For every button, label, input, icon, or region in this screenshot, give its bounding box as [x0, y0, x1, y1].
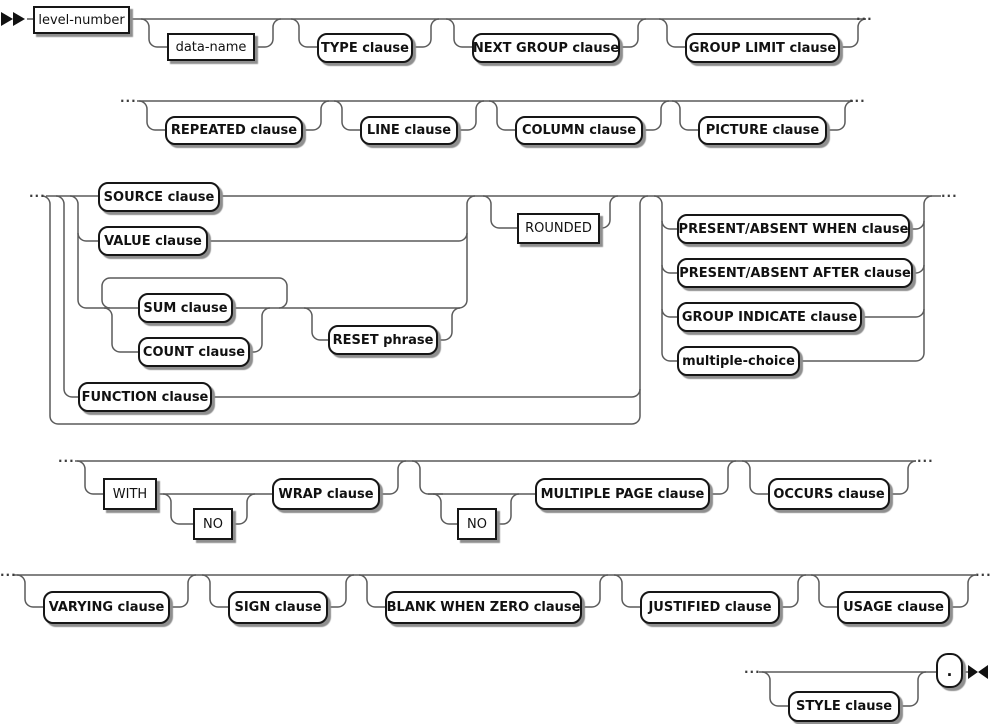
node-present-absent-after-clause: PRESENT/ABSENT AFTER clause	[677, 258, 913, 288]
row5-end-ellipsis: ···	[975, 568, 990, 582]
node-type-clause: TYPE clause	[317, 33, 413, 63]
row3-start-ellipsis: ···	[29, 189, 46, 203]
row6-start-ellipsis: ···	[744, 665, 761, 679]
node-rounded: ROUNDED	[517, 213, 600, 244]
node-multiple-page-clause: MULTIPLE PAGE clause	[535, 478, 710, 510]
node-no-keyword-2: NO	[457, 508, 497, 540]
node-group-indicate-clause: GROUP INDICATE clause	[677, 302, 862, 332]
row4-end-ellipsis: ···	[917, 454, 934, 468]
node-no-keyword-1: NO	[193, 508, 233, 540]
node-picture-clause: PICTURE clause	[698, 116, 827, 145]
start-marker-icon	[1, 12, 25, 26]
node-multiple-choice: multiple-choice	[677, 346, 800, 376]
end-marker-icon	[968, 665, 988, 679]
node-style-clause: STYLE clause	[788, 691, 900, 722]
node-wrap-clause: WRAP clause	[272, 478, 380, 510]
node-present-absent-when-clause: PRESENT/ABSENT WHEN clause	[677, 214, 910, 244]
node-sign-clause: SIGN clause	[228, 591, 328, 624]
node-group-limit-clause: GROUP LIMIT clause	[685, 33, 840, 63]
node-usage-clause: USAGE clause	[837, 591, 950, 624]
row4-start-ellipsis: ···	[58, 454, 75, 468]
row5-start-ellipsis: ···	[0, 568, 17, 582]
node-reset-phrase: RESET phrase	[328, 325, 438, 355]
row2-start-ellipsis: ···	[120, 94, 137, 108]
node-data-name: data-name	[167, 33, 255, 61]
node-next-group-clause: NEXT GROUP clause	[472, 33, 620, 63]
row2-end-ellipsis: ···	[849, 94, 866, 108]
node-period-terminal: .	[936, 653, 963, 688]
node-value-clause: VALUE clause	[98, 226, 208, 256]
node-line-clause: LINE clause	[360, 116, 458, 145]
node-count-clause: COUNT clause	[138, 337, 250, 367]
node-source-clause: SOURCE clause	[98, 182, 220, 212]
node-occurs-clause: OCCURS clause	[768, 478, 890, 510]
node-column-clause: COLUMN clause	[515, 116, 643, 145]
node-blank-when-zero-clause: BLANK WHEN ZERO clause	[385, 591, 582, 624]
node-sum-clause: SUM clause	[138, 293, 233, 323]
node-with-keyword: WITH	[103, 478, 157, 510]
node-level-number: level-number	[33, 6, 130, 34]
node-varying-clause: VARYING clause	[43, 591, 170, 624]
row3-end-ellipsis: ···	[941, 189, 958, 203]
node-function-clause: FUNCTION clause	[78, 382, 212, 412]
node-justified-clause: JUSTIFIED clause	[640, 591, 780, 624]
node-repeated-clause: REPEATED clause	[165, 116, 303, 145]
row1-end-ellipsis: ···	[856, 12, 873, 26]
